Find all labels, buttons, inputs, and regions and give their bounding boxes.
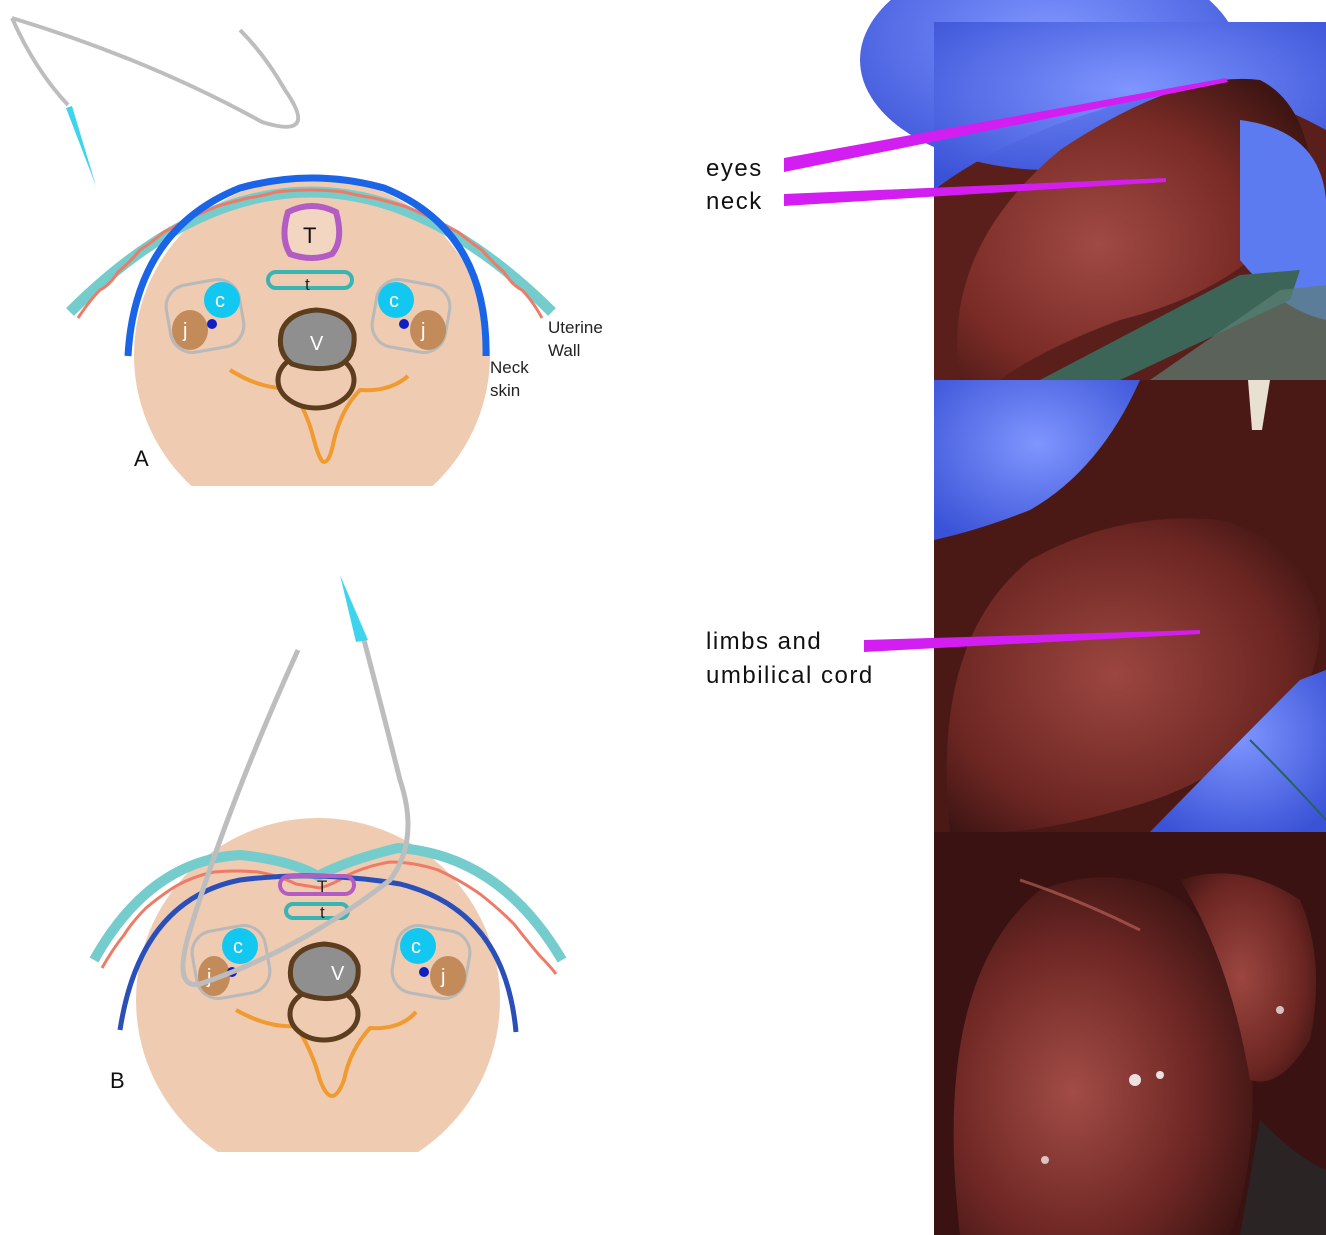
needle-b: [340, 575, 368, 642]
callout-limbs-line2: umbilical cord: [706, 662, 874, 689]
carotid-label-right: c: [389, 290, 399, 312]
jugular-label-right-b: j: [440, 966, 445, 988]
vagus-nerve-left: [207, 319, 217, 329]
suture-loop: [12, 18, 298, 127]
vagus-nerve-right: [399, 319, 409, 329]
trachea-label: T: [303, 223, 316, 248]
photo-panel-2: [934, 380, 1326, 832]
photo-panel-3: [934, 832, 1326, 1235]
vertebral-body-b: [290, 944, 358, 999]
callout-eyes: eyes: [706, 155, 763, 182]
needle: [66, 106, 96, 186]
diagram-a: T t j c j c V A: [12, 18, 552, 533]
suture-tail: [12, 18, 68, 105]
panel-label-a: A: [134, 446, 149, 471]
esophagus-label: t: [305, 275, 310, 294]
jugular-vein-left: [172, 310, 208, 350]
carotid-label-left: c: [215, 290, 225, 312]
panel-label-b: B: [110, 1068, 125, 1093]
vertebra-label: V: [310, 333, 324, 355]
jugular-vein-right: [410, 310, 446, 350]
neck-skin-label-1: Neck: [490, 358, 529, 377]
trachea-label-b: T: [317, 877, 327, 896]
uterine-wall-label-2: Wall: [548, 341, 580, 360]
carotid-label-right-b: c: [411, 936, 421, 958]
jugular-label-right: j: [420, 320, 425, 342]
callout-limbs-line1: limbs and: [706, 628, 822, 655]
vertebra-label-b: V: [331, 963, 345, 985]
diagram-b: T t j c j c V B: [94, 575, 562, 1182]
jugular-vein-right-b: [430, 956, 466, 996]
jugular-label-left: j: [182, 320, 187, 342]
esophagus-label-b: t: [320, 903, 325, 922]
carotid-label-left-b: c: [233, 936, 243, 958]
callout-neck: neck: [706, 188, 763, 215]
neck-skin-label-2: skin: [490, 381, 520, 400]
vagus-nerve-right-b: [419, 967, 429, 977]
jugular-label-left-b: j: [206, 966, 211, 988]
uterine-wall-label-1: Uterine: [548, 318, 603, 337]
